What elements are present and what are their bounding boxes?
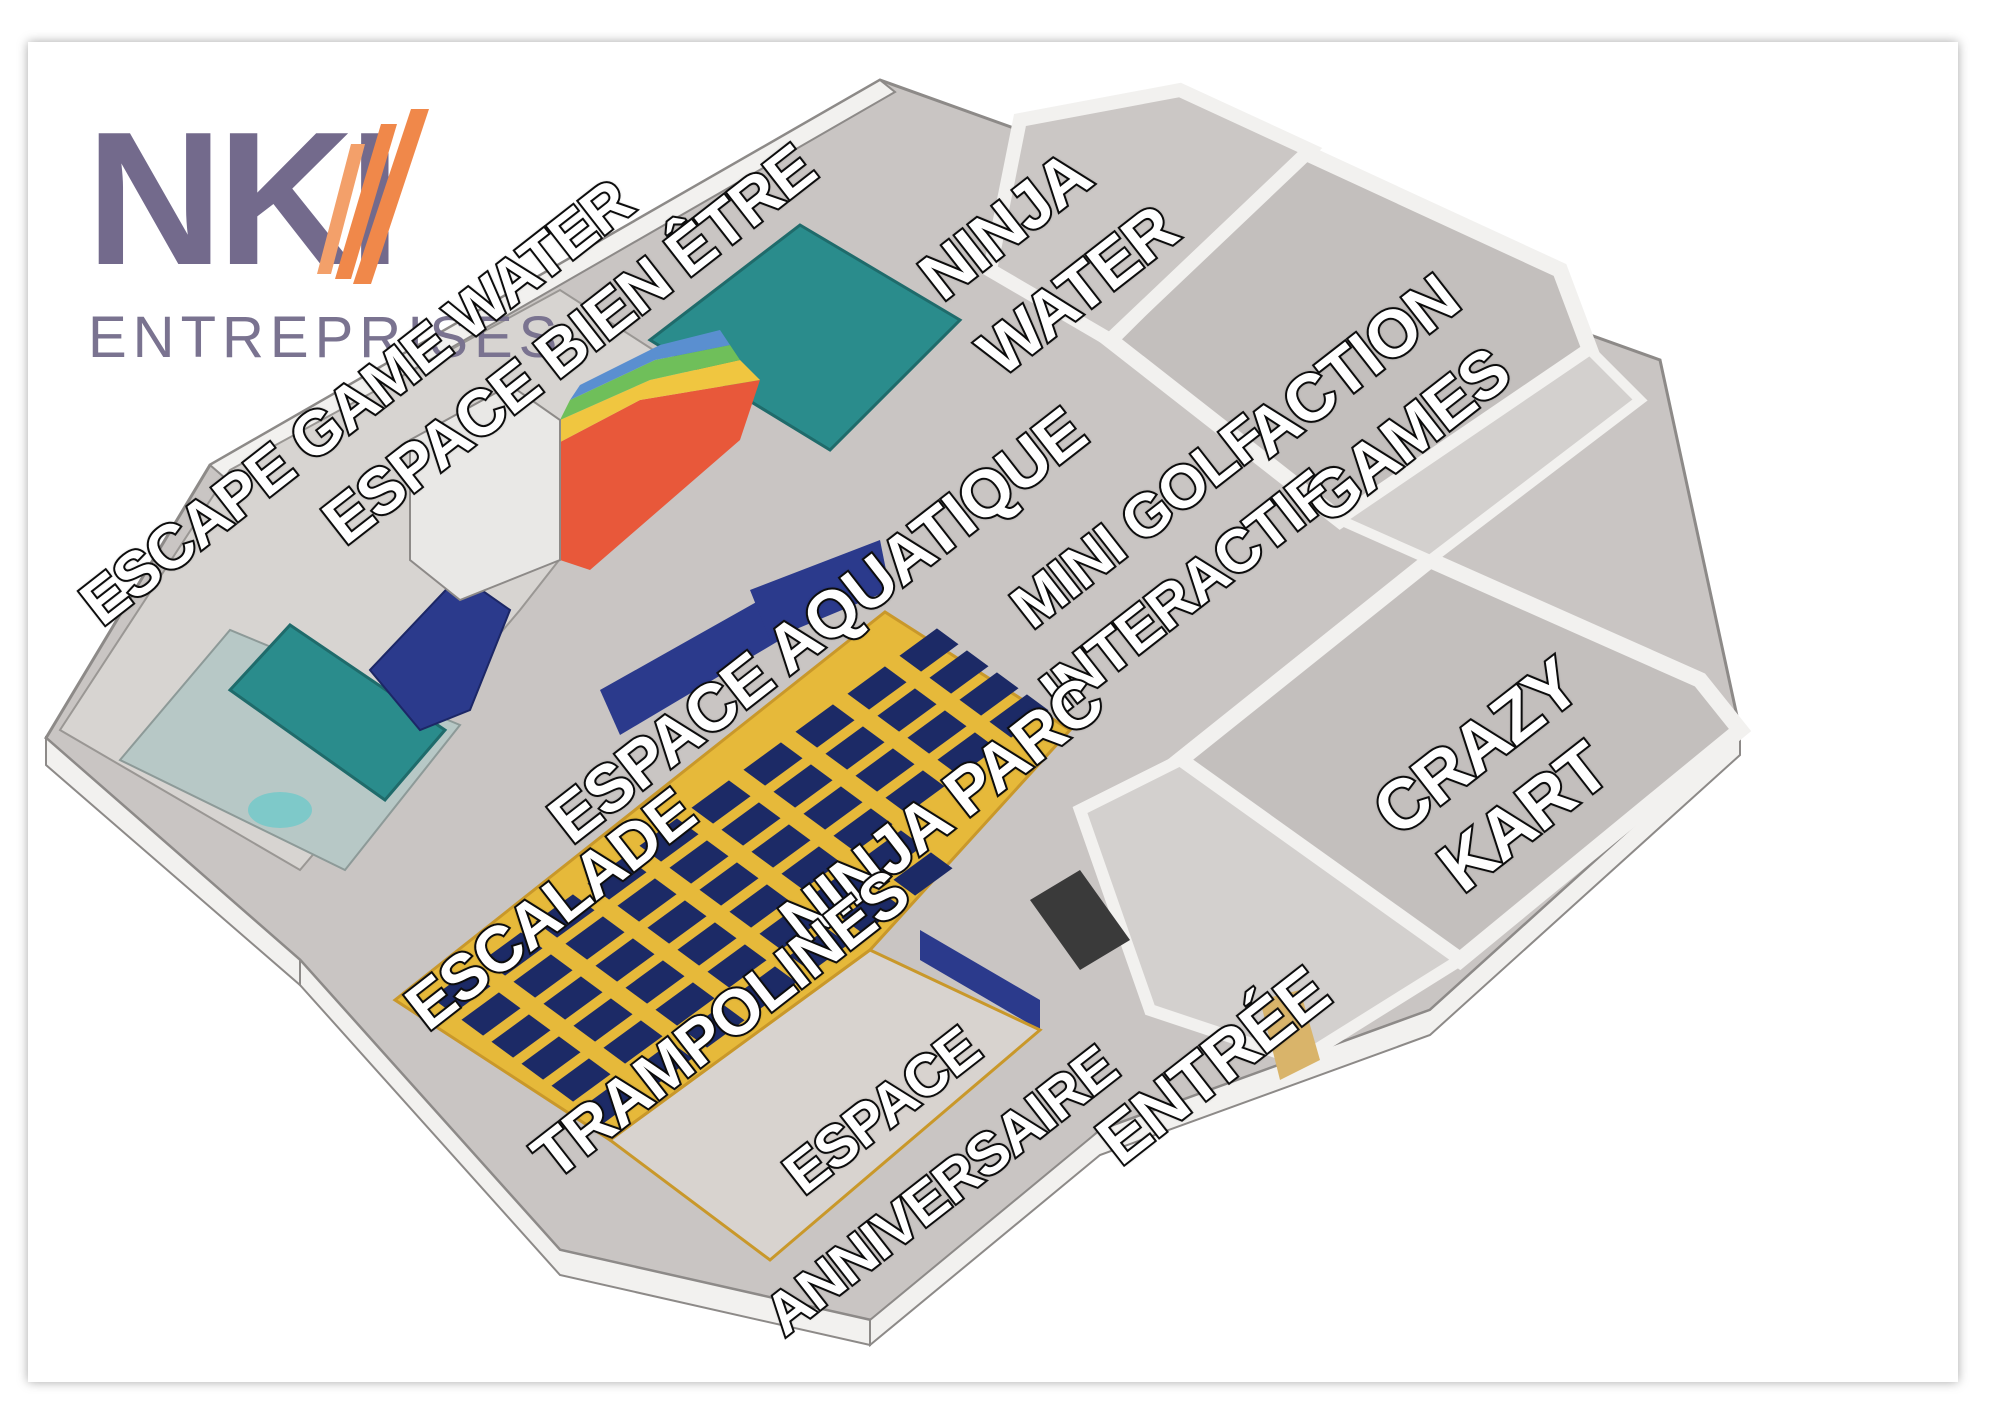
trampoline-bed <box>863 830 923 874</box>
trampoline-bed <box>721 802 781 846</box>
trampoline-bed <box>677 922 737 966</box>
partition-b <box>750 540 890 640</box>
trampoline-bed <box>803 786 863 830</box>
trampoline-bed <box>565 916 625 960</box>
trampoline-grid <box>392 610 1073 1142</box>
trampoline-bed <box>669 840 729 884</box>
trampoline-bed <box>707 944 767 988</box>
trampoline-bed <box>795 704 855 748</box>
partition-c <box>920 930 1040 1030</box>
exterior-wall-top <box>208 78 897 480</box>
trampoline-bed <box>751 824 811 868</box>
floor-plan-map <box>44 78 1752 1348</box>
trampoline-bed <box>781 846 841 890</box>
aquatic-wing <box>58 223 963 872</box>
birthday-area <box>607 948 1043 1262</box>
slide-yellow <box>545 360 760 450</box>
trampoline-bed <box>461 992 521 1036</box>
trampoline-bed <box>691 780 751 824</box>
trampoline-bed <box>743 742 803 786</box>
slide-blue <box>570 330 730 400</box>
trampoline-bed <box>833 808 893 852</box>
corridor-right <box>1329 343 1648 566</box>
partition-a <box>600 600 780 735</box>
trampoline-bed <box>573 998 633 1042</box>
logo-chevrons <box>317 109 429 284</box>
trampoline-bed <box>543 976 603 1020</box>
main-pool <box>647 223 963 452</box>
trampoline-bed <box>699 862 759 906</box>
kids-pool <box>227 623 448 803</box>
slide-tower <box>409 383 561 602</box>
slide-green <box>560 345 740 420</box>
trampoline-bed <box>625 960 685 1004</box>
trampoline-bed <box>521 1036 581 1080</box>
exterior-wall-right <box>869 727 1741 1348</box>
logo-subtitle: ENTREPRISES <box>88 305 564 370</box>
trampoline-bed <box>729 884 789 928</box>
trampoline-beds <box>431 628 1049 1124</box>
mushroom-fountain <box>248 792 312 828</box>
trampoline-bed <box>929 650 989 694</box>
trampoline-bed <box>491 1014 551 1058</box>
trampoline-bed <box>535 894 595 938</box>
trampoline-bed <box>937 732 997 776</box>
rooms-right <box>982 82 1752 1067</box>
trampoline-bed <box>811 868 871 912</box>
trampoline-bed <box>773 764 833 808</box>
trampoline-bed <box>581 1080 641 1124</box>
trampoline-bed <box>685 1004 745 1048</box>
trampoline-bed <box>989 694 1049 738</box>
trampoline-bed <box>907 710 967 754</box>
entrance-rooms <box>1072 753 1471 1067</box>
trampoline-bed <box>789 928 849 972</box>
trampoline-bed <box>847 666 907 710</box>
trampoline-bed <box>647 900 707 944</box>
trampoline-bed <box>825 726 885 770</box>
trampoline-bed <box>483 932 543 976</box>
trampoline-bed <box>655 982 715 1026</box>
trampoline-bed <box>513 954 573 998</box>
trampoline-bed <box>551 1058 611 1102</box>
trampoline-bed <box>855 748 915 792</box>
wave-slide <box>368 573 512 732</box>
trampoline-bed <box>841 890 901 934</box>
trampoline-bed <box>737 966 797 1010</box>
company-logo: NKI ENTREPRISES <box>86 104 557 384</box>
trampoline-bed <box>899 628 959 672</box>
trampoline-bed <box>633 1042 693 1086</box>
trampoline-bed <box>885 770 945 814</box>
trampoline-bed <box>431 970 491 1014</box>
entrance-stairs <box>1260 990 1320 1080</box>
trampoline-bed <box>959 672 1019 716</box>
ninja-water-room <box>982 82 1323 349</box>
trampoline-bed <box>877 688 937 732</box>
staircase <box>1030 870 1130 970</box>
trampoline-bed <box>893 852 953 896</box>
trampoline-bed <box>759 906 819 950</box>
trampoline-bed <box>595 938 655 982</box>
blue-partitions <box>600 540 1320 1262</box>
trampoline-bed <box>639 818 699 862</box>
slide-red <box>545 380 760 570</box>
trampoline-bed <box>603 1020 663 1064</box>
trampoline-bed <box>587 856 647 900</box>
trampoline-bed <box>617 878 677 922</box>
map-frame: NKI ENTREPRISES ESCAPE GAME WATER ESPACE… <box>28 42 1958 1382</box>
